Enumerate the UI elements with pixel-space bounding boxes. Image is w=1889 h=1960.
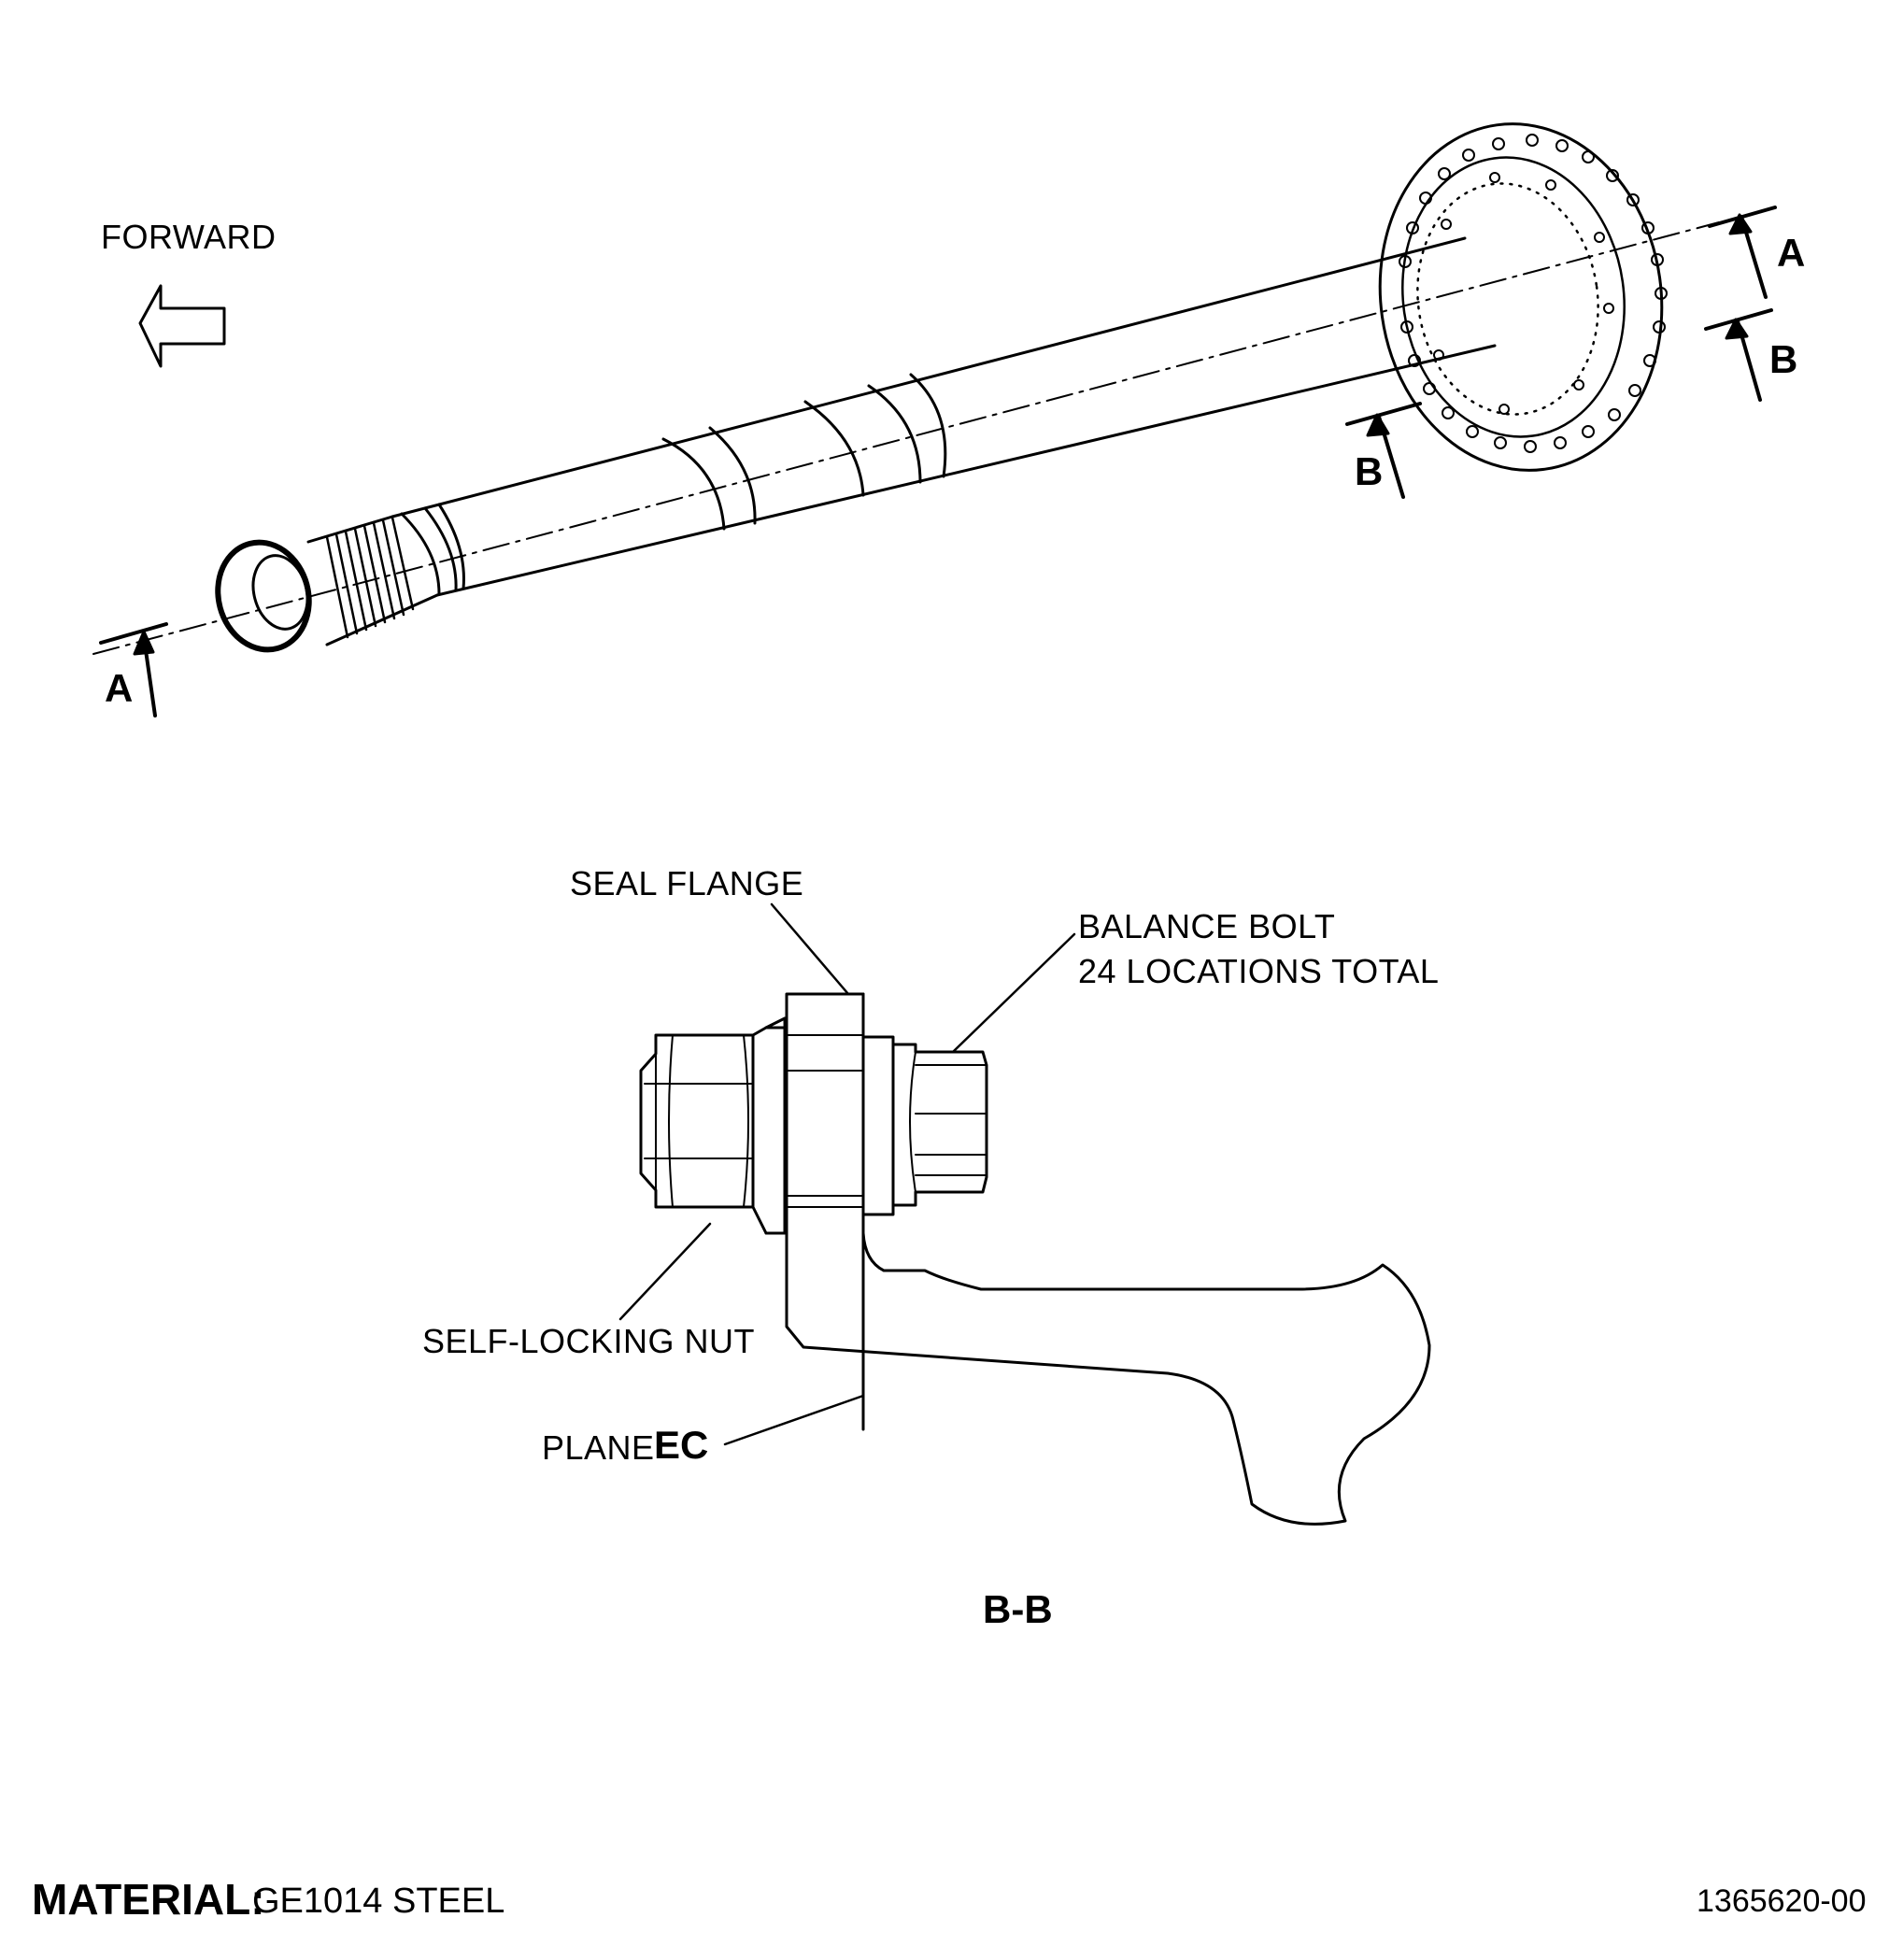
spline-end-inner xyxy=(251,554,309,631)
leader-self-locking-nut xyxy=(618,1222,712,1321)
material-label: MATERIAL: xyxy=(32,1875,265,1924)
seal-flange-plate xyxy=(785,992,1431,1526)
forward-arrow-icon xyxy=(138,284,226,368)
self-locking-nut-callout: SELF-LOCKING NUT xyxy=(422,1322,756,1360)
forward-label: FORWARD xyxy=(101,218,277,256)
seal-flange-disk xyxy=(1378,122,1668,472)
section-marker-a-label-aft: A xyxy=(1777,231,1806,275)
centerline xyxy=(92,221,1720,655)
section-bb-detail xyxy=(639,992,1431,1526)
spline-teeth xyxy=(325,516,415,639)
self-locking-nut xyxy=(639,1033,755,1209)
figure-number: 1365620-00 xyxy=(1697,1883,1867,1919)
material-value: GE1014 STEEL xyxy=(252,1882,505,1921)
section-marker-b-aft xyxy=(1704,308,1773,402)
section-marker-a-forward xyxy=(99,622,168,717)
spline-end-outer xyxy=(215,539,312,653)
section-marker-b-label-aft: B xyxy=(1769,337,1798,381)
section-marker-b-flange xyxy=(1345,402,1422,499)
plane-callout-prefix: PLANE xyxy=(542,1428,655,1467)
bolt-hole-pattern xyxy=(1399,134,1668,453)
shaft xyxy=(215,236,1497,653)
leader-balance-bolt xyxy=(951,932,1076,1054)
balance-bolt-callout-line2: 24 LOCATIONS TOTAL xyxy=(1078,952,1440,990)
section-marker-a-aft xyxy=(1708,206,1777,299)
section-marker-a-label-forward: A xyxy=(105,666,134,710)
plane-callout-id: EC xyxy=(654,1423,709,1467)
leader-plane-ec xyxy=(723,1394,865,1446)
balance-bolt-callout-line1: BALANCE BOLT xyxy=(1078,907,1336,945)
section-marker-b-label-flange: B xyxy=(1355,449,1384,493)
leader-seal-flange xyxy=(770,902,850,996)
section-title: B-B xyxy=(983,1587,1053,1631)
balance-bolt-head xyxy=(861,1035,895,1216)
seal-flange-callout: SEAL FLANGE xyxy=(570,864,804,902)
